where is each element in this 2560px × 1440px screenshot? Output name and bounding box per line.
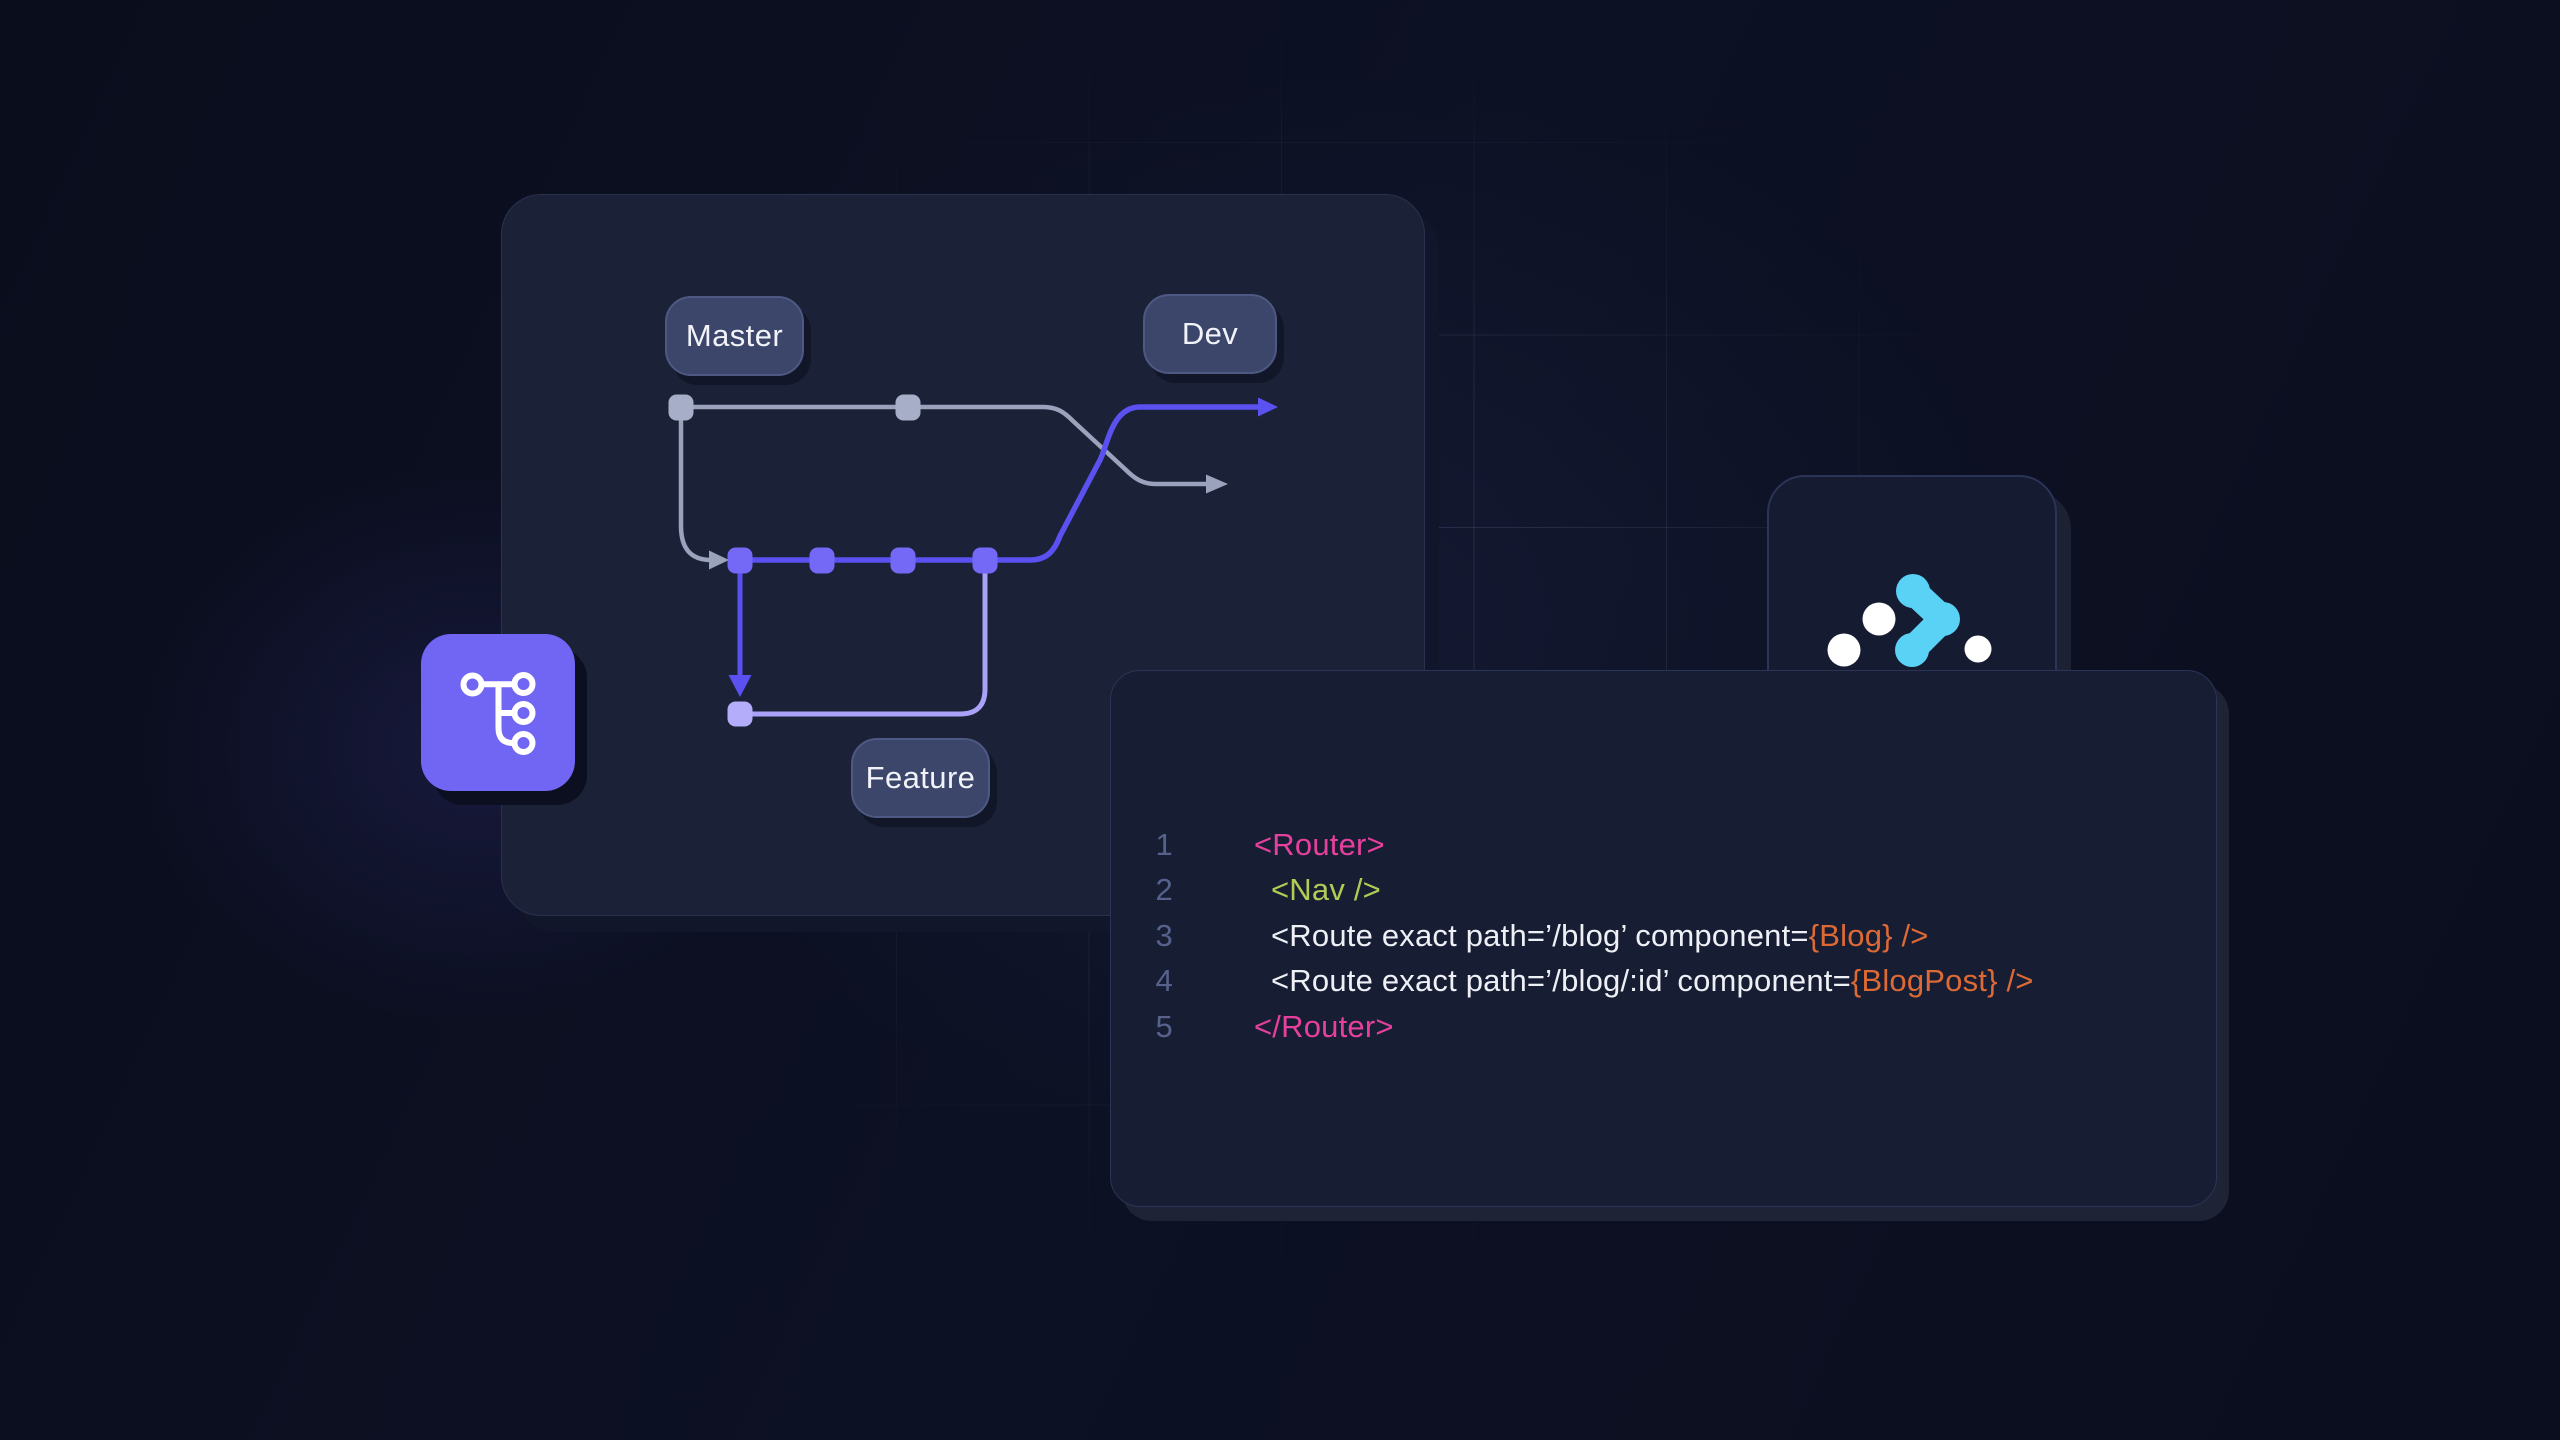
branch-down-connector	[678, 404, 715, 563]
code-line: 4 <Route exact path=’/blog/:id’ componen…	[1111, 959, 2186, 1005]
logo-dot	[1964, 635, 1992, 663]
dev-commit-node	[809, 547, 835, 574]
branch-badge-dev: Dev	[1143, 294, 1277, 374]
dev-branch-line	[737, 404, 1262, 563]
code-card: 1 <Router> 2 <Nav /> 3 <Route exact path…	[1110, 670, 2217, 1207]
line-number: 2	[1155, 872, 1173, 908]
branch-badge-master-label: Master	[685, 318, 784, 353]
line-number: 3	[1155, 917, 1173, 953]
gray-merge-arrow-icon	[1206, 474, 1228, 494]
purple-merge-arrow-icon	[1258, 397, 1278, 417]
master-commit-node	[895, 394, 921, 421]
git-branch-icon-card	[421, 634, 575, 791]
logo-chevron-node	[1895, 633, 1929, 667]
code-segment: <Route exact path=’/blog/:id’ component=	[1271, 963, 1851, 999]
code-segment: </Router>	[1254, 1008, 1394, 1044]
branch-badge-feature-label: Feature	[865, 760, 976, 795]
logo-dot	[1862, 602, 1896, 636]
logo-chevron-node	[1896, 574, 1930, 608]
code-segment: <Router>	[1254, 826, 1385, 862]
code-segment: {Blog} />	[1808, 917, 1929, 953]
feature-commit-node	[727, 701, 753, 727]
code-block: 1 <Router> 2 <Nav /> 3 <Route exact path…	[1111, 822, 2186, 1050]
line-number: 5	[1155, 1008, 1173, 1044]
logo-chevron-node	[1926, 602, 1960, 636]
gray-branch-arrow-icon	[709, 550, 729, 570]
purple-down-arrow-icon	[728, 675, 752, 697]
git-graph	[668, 394, 1278, 727]
logo-dot	[1827, 633, 1861, 667]
code-segment: <Route exact path=’/blog’ component=	[1271, 917, 1809, 953]
code-line: 3 <Route exact path=’/blog’ component={B…	[1111, 913, 2186, 959]
master-branch-line	[678, 404, 1209, 487]
line-number: 4	[1155, 963, 1173, 999]
line-number: 1	[1155, 826, 1173, 862]
code-segment: <Nav />	[1271, 872, 1381, 908]
dev-commit-node	[727, 547, 753, 574]
react-router-logo	[1827, 574, 1992, 667]
code-line: 2 <Nav />	[1111, 868, 2186, 914]
code-segment: {BlogPost} />	[1850, 963, 2034, 999]
branch-badge-dev-label: Dev	[1181, 316, 1239, 351]
dev-commit-node	[972, 547, 998, 574]
branch-badge-master: Master	[665, 296, 804, 376]
branch-badge-feature: Feature	[851, 738, 990, 818]
feature-branch-line	[737, 571, 988, 717]
git-branch-icon	[460, 672, 536, 755]
master-commit-node	[668, 394, 694, 421]
code-line: 1 <Router>	[1111, 822, 2186, 868]
dev-commit-node	[890, 547, 916, 574]
code-line: 5 </Router>	[1111, 1004, 2186, 1050]
